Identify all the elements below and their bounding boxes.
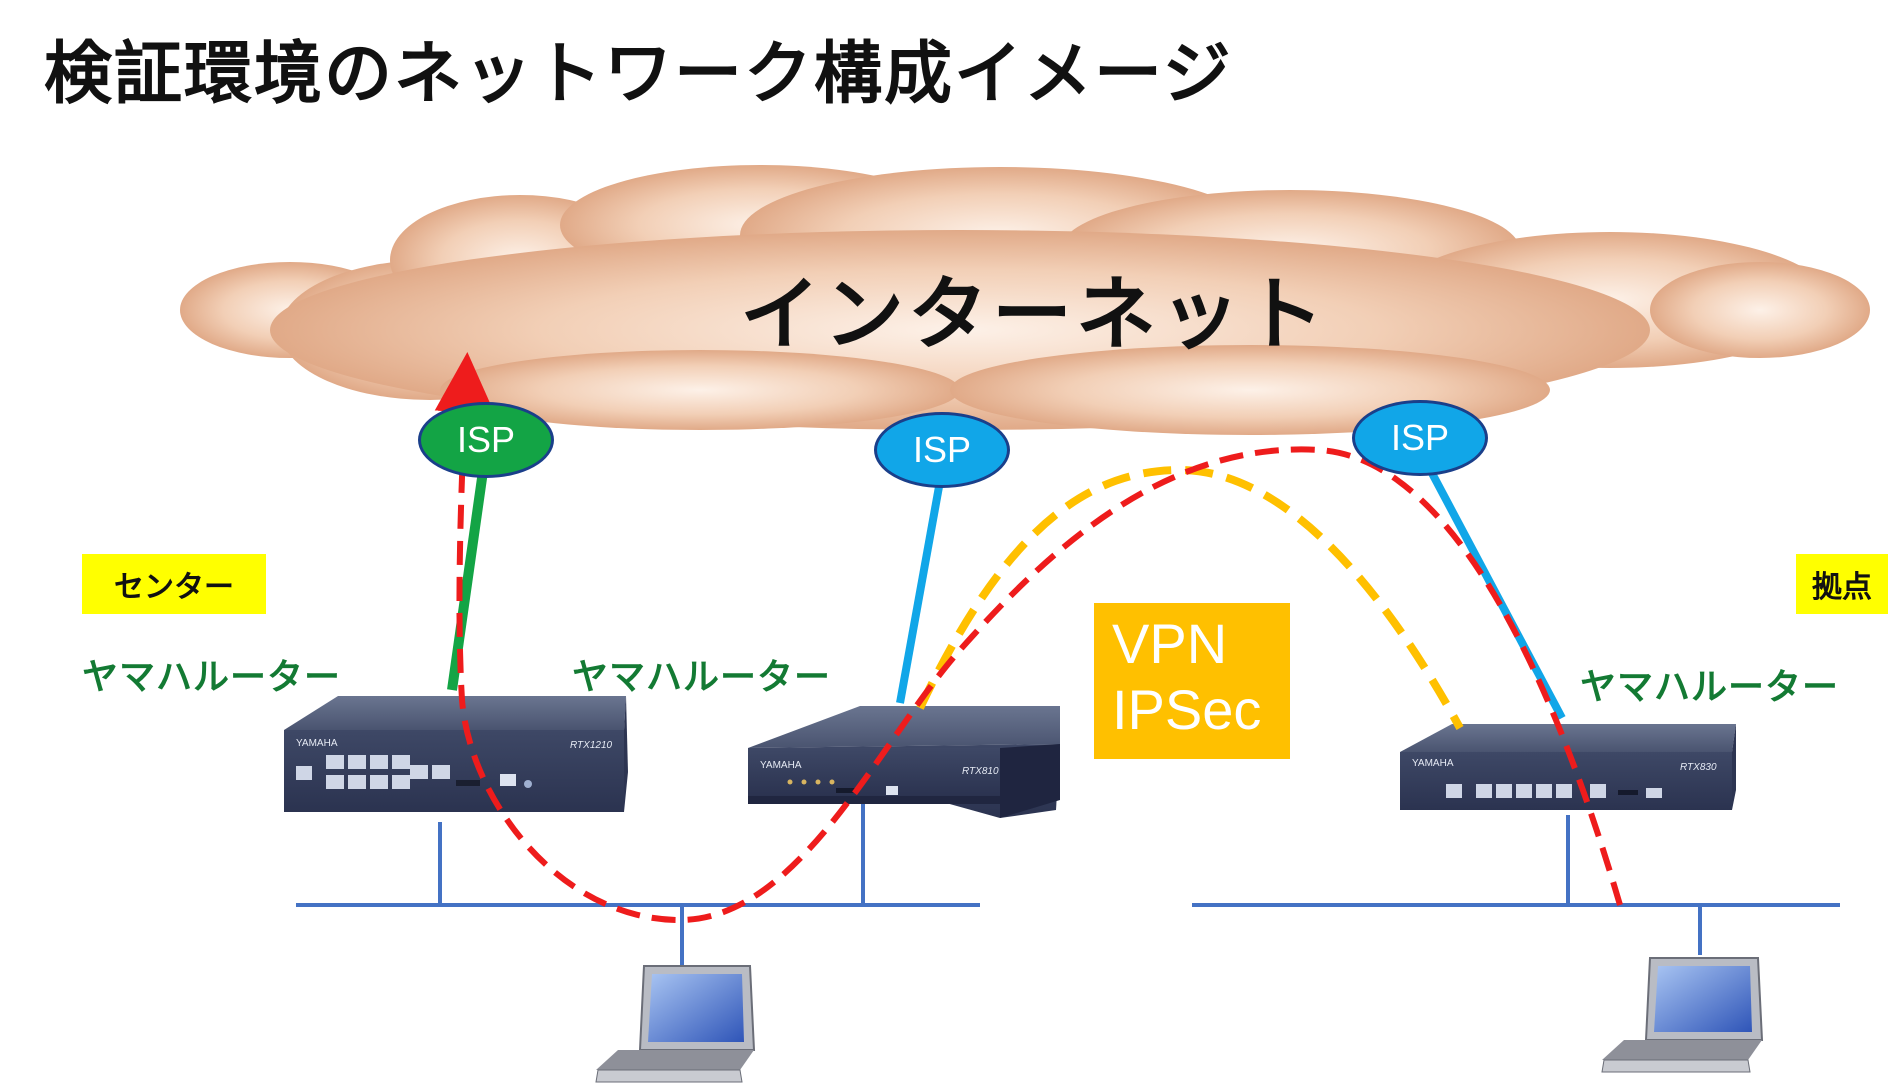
svg-text:YAMAHA: YAMAHA <box>1412 758 1454 769</box>
internet-cloud <box>180 165 1870 435</box>
svg-text:YAMAHA: YAMAHA <box>760 760 802 771</box>
isp-badge-green: ISP <box>418 402 554 478</box>
internet-label: インターネット <box>740 268 1328 361</box>
traffic-route-path <box>434 352 1623 924</box>
svg-text:YAMAHA: YAMAHA <box>296 738 338 749</box>
isp-link-green <box>447 449 491 691</box>
router-label-branch: ヤマハルーター <box>1580 667 1840 708</box>
router-label-center-2: ヤマハルーター <box>572 657 832 698</box>
router-rtx1210: YAMAHA RTX1210 <box>284 696 628 812</box>
vpn-tunnel-path <box>916 465 1464 730</box>
page-title: 検証環境のネットワーク構成イメージ <box>44 35 1233 114</box>
router-rtx830: YAMAHA RTX830 <box>1400 724 1736 810</box>
router-rtx810: YAMAHA RTX810 <box>748 706 1060 818</box>
svg-text:RTX1210: RTX1210 <box>570 740 613 751</box>
isp-badge-branch: ISP <box>1352 400 1488 476</box>
vpn-ipsec-label: VPN IPSec <box>1094 603 1290 759</box>
isp-link-blue-center <box>896 469 946 704</box>
vpn-label-line2: IPSec <box>1112 678 1262 741</box>
lan-center <box>296 800 980 966</box>
isp-badge-center: ISP <box>874 412 1010 488</box>
svg-text:RTX810: RTX810 <box>962 766 999 777</box>
site-label-center: センター <box>82 554 266 614</box>
vpn-label-line1: VPN <box>1112 612 1228 675</box>
svg-text:RTX830: RTX830 <box>1680 762 1717 773</box>
laptop-center <box>595 965 756 1083</box>
router-label-center-1: ヤマハルーター <box>82 657 342 698</box>
lan-branch <box>1192 815 1840 955</box>
site-label-branch: 拠点 <box>1796 554 1888 614</box>
laptop-branch <box>1601 957 1764 1073</box>
